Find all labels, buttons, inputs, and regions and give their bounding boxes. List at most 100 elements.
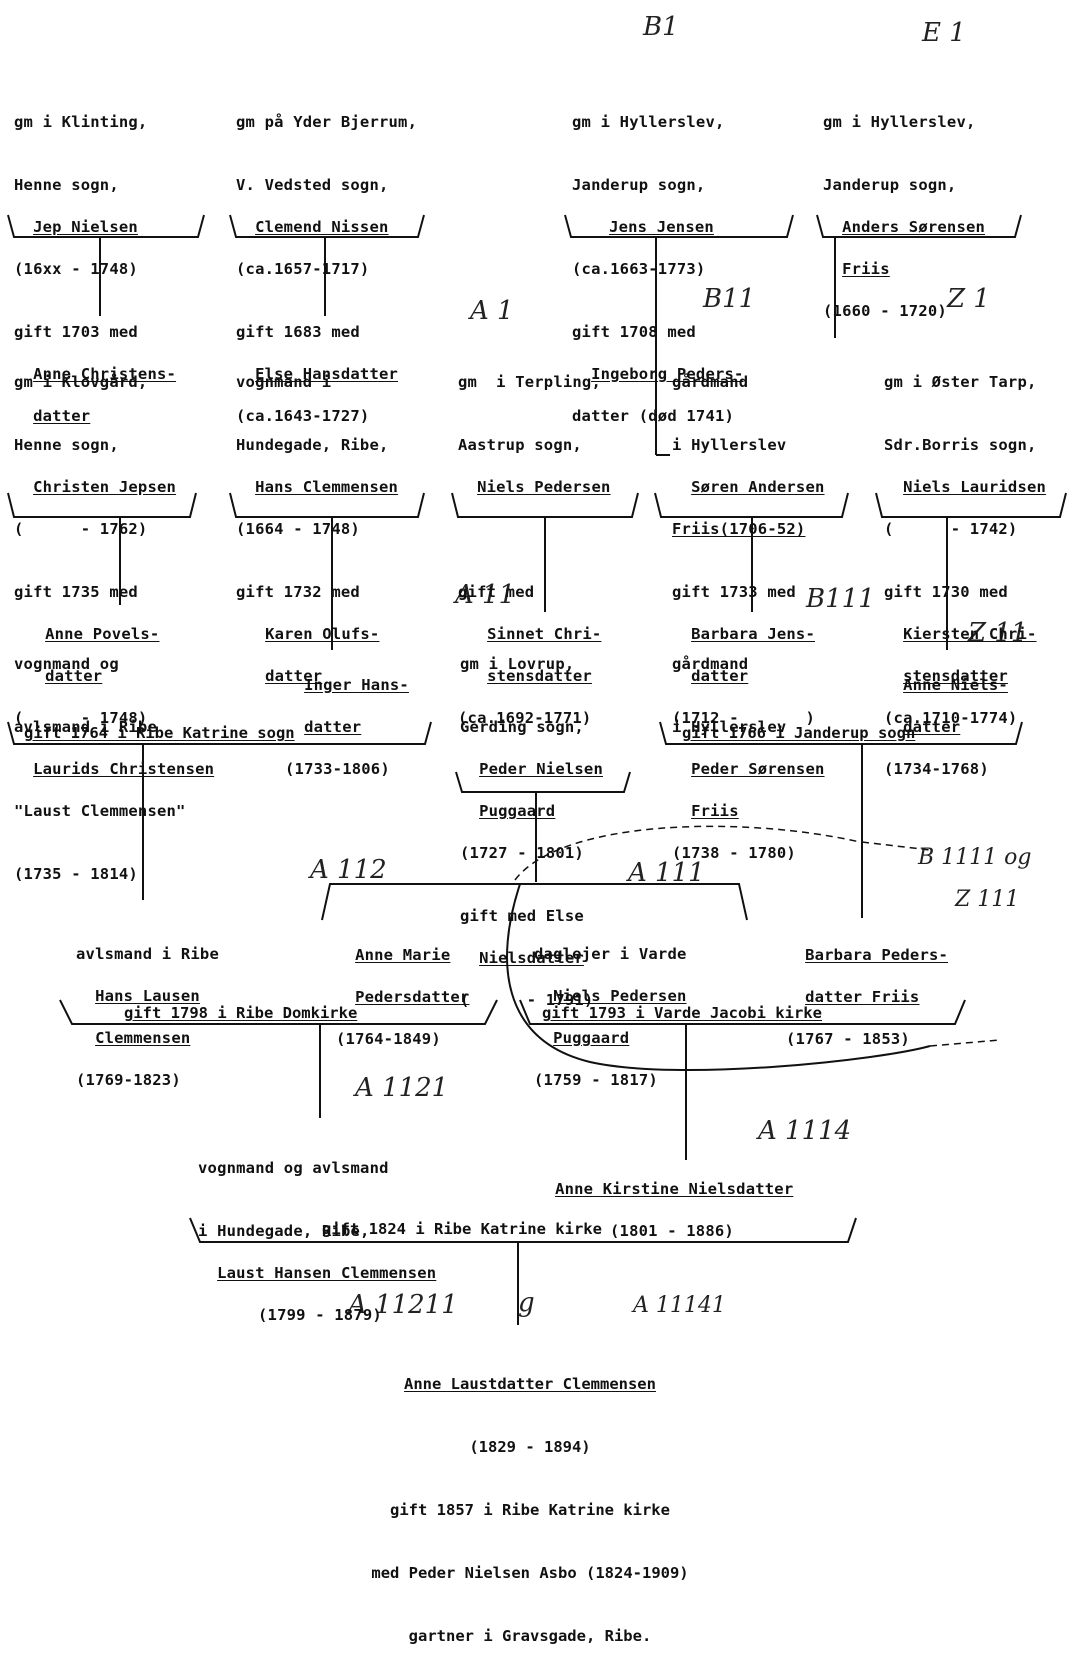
text-line: V. Vedsted sogn,	[236, 176, 389, 194]
text-line: (1769-1823)	[76, 1071, 181, 1089]
text-line: Gerding sogn,	[460, 718, 584, 736]
text-line: med Peder Nielsen Asbo (1824-1909)	[371, 1564, 689, 1582]
text-line: gm i Hyllerslev,	[572, 113, 725, 131]
handwritten-label-z1: Z 1	[947, 284, 990, 314]
person-name: Puggaard	[479, 802, 556, 820]
gen4-anne-marie-block: Anne Marie Pedersdatter (1764-1849)	[336, 924, 469, 1071]
text-line: gift 1703 med	[14, 323, 138, 341]
text-line: i Hyllerslev	[672, 718, 787, 736]
gen3-inger-block: Inger Hans- datter (1733-1806)	[285, 654, 409, 801]
text-line: gm i Klinting,	[14, 113, 148, 131]
gen5-caption: gift 1824 i Ribe Katrine kirke	[322, 1220, 602, 1238]
handwritten-label-b111: B111	[806, 584, 875, 614]
text-line: (1829 - 1894)	[469, 1438, 591, 1456]
text-line: (ca.1643-1727)	[236, 407, 370, 425]
person-name: datter	[691, 667, 749, 685]
gen1-klinting-block: gm i Klinting, Henne sogn, Jep Nielsen (…	[14, 70, 176, 427]
person-name: Clemmensen	[95, 1029, 191, 1047]
person-name: Nielsdatter	[479, 949, 584, 967]
text-line: (1712 - )	[672, 709, 815, 727]
text-line: gift 1708 med	[572, 323, 696, 341]
text-line: daglejer i Varde	[534, 945, 687, 963]
text-line: (ca.1663-1773)	[572, 260, 706, 278]
text-line: (1660 - 1720)	[823, 302, 947, 320]
text-line: vognmand og	[14, 655, 119, 673]
gen3-lovrup-block: gm i Lovrup, Gerding sogn, Peder Nielsen…	[460, 612, 603, 1032]
text-line: vognmand i	[236, 373, 332, 391]
text-line: datter (død 1741)	[572, 407, 735, 425]
person-name: Jens Jensen	[609, 218, 714, 236]
gen3-caption-left: gift 1764 i Ribe Katrine sogn	[24, 724, 295, 742]
handwritten-label-z111: Z 111	[955, 887, 1020, 912]
person-name: Anne Kirstine Nielsdatter	[555, 1180, 794, 1198]
text-line: gm i Lovrup,	[460, 655, 575, 673]
text-line: (1664 - 1748)	[236, 520, 360, 538]
person-name: stensdatter	[487, 667, 592, 685]
gen1-yder-block: gm på Yder Bjerrum, V. Vedsted sogn, Cle…	[236, 70, 417, 448]
person-name: Anders Sørensen	[842, 218, 986, 236]
handwritten-label-a11: A 11	[455, 580, 516, 610]
person-name: Puggaard	[553, 1029, 630, 1047]
person-name: datter	[265, 667, 323, 685]
gen3-laurids-block: vognmand og avlsmand i Ribe Laurids Chri…	[14, 612, 214, 906]
text-line: (1764-1849)	[336, 1030, 441, 1048]
person-name: Barbara Jens-	[691, 625, 815, 643]
handwritten-label-a11141: A 11141	[633, 1293, 726, 1318]
text-line: gift 1733 med	[672, 583, 796, 601]
gen4-hans-block: avlsmand i Ribe Hans Lausen Clemmensen (…	[76, 902, 219, 1112]
handwritten-label-b1111: B 1111 og	[918, 845, 1032, 870]
person-name: Anne Laustdatter Clemmensen	[404, 1375, 656, 1393]
person-name: Søren Andersen	[691, 478, 825, 496]
gen4-niels-block: daglejer i Varde Niels Pedersen Puggaard…	[534, 902, 687, 1112]
text-line: gm i Øster Tarp,	[884, 373, 1037, 391]
text-line: gm i Klovgård,	[14, 373, 148, 391]
person-name: Niels Pedersen	[477, 478, 611, 496]
text-line: ( - 1762)	[14, 520, 148, 538]
gen2-terpling-block: gm i Terpling, Aastrup sogn, Niels Peder…	[458, 330, 611, 750]
text-line: (1759 - 1817)	[534, 1071, 658, 1089]
person-name: Pedersdatter	[355, 988, 470, 1006]
text-line: gm på Yder Bjerrum,	[236, 113, 418, 131]
person-name: datter	[33, 407, 91, 425]
text-line: avlsmand i Ribe	[76, 945, 219, 963]
handwritten-label-b11: B11	[703, 284, 756, 314]
text-line: gift med	[458, 583, 535, 601]
handwritten-label-a112: A 112	[310, 855, 387, 885]
text-line: "Laust Clemmensen"	[14, 802, 186, 820]
text-line: gift 1683 med	[236, 323, 360, 341]
person-name: datter Friis	[805, 988, 920, 1006]
text-line: i Hyllerslev	[672, 436, 787, 454]
handwritten-label-a1: A 1	[470, 296, 514, 326]
person-name: Clemend Nissen	[255, 218, 389, 236]
text-line: gift 1732 med	[236, 583, 360, 601]
text-line: vognmand og avlsmand	[198, 1159, 389, 1177]
person-name: datter	[903, 718, 961, 736]
person-name: Anne Niels-	[903, 676, 1008, 694]
person-name: Laurids Christensen	[33, 760, 215, 778]
gen4-caption-right: gift 1793 i Varde Jacobi kirke	[542, 1004, 822, 1022]
text-line: (1735 - 1814)	[14, 865, 138, 883]
text-line: gift 1857 i Ribe Katrine kirke	[390, 1501, 670, 1519]
person-name: Hans Lausen	[95, 987, 200, 1005]
gen5-laust-block: vognmand og avlsmand i Hundegade, Ribe, …	[198, 1116, 436, 1347]
person-name: Laust Hansen Clemmensen	[217, 1264, 437, 1282]
text-line: avlsmand i Ribe	[14, 718, 157, 736]
gen2-gardmand-block: gårdmand i Hyllerslev Søren Andersen Fri…	[672, 330, 825, 750]
person-name: Ingeborg Peders-	[591, 365, 744, 383]
text-line: (1727 - 1801)	[460, 844, 584, 862]
gen3-anne-niels-block: Anne Niels- datter (1734-1768)	[884, 654, 1008, 801]
person-name: Karen Olufs-	[265, 625, 380, 643]
person-name: Friis	[691, 802, 739, 820]
handwritten-label-z11: Z 11	[968, 618, 1028, 648]
person-name: Inger Hans-	[304, 676, 409, 694]
text-line: Sdr.Borris sogn,	[884, 436, 1037, 454]
gen3-peder-block: gårdmand i Hyllerslev Peder Sørensen Fri…	[672, 612, 825, 885]
person-name: Barbara Peders-	[805, 946, 949, 964]
person-name: Jep Nielsen	[33, 218, 138, 236]
text-line: gm i Hyllerslev,	[823, 113, 976, 131]
person-name: Niels Pedersen	[553, 987, 687, 1005]
handwritten-label-b1: B1	[643, 12, 679, 42]
text-line: (ca.1692-1771)	[458, 709, 592, 727]
person-name: stensdatter	[903, 667, 1008, 685]
person-name: Else Hansdatter	[255, 365, 399, 383]
